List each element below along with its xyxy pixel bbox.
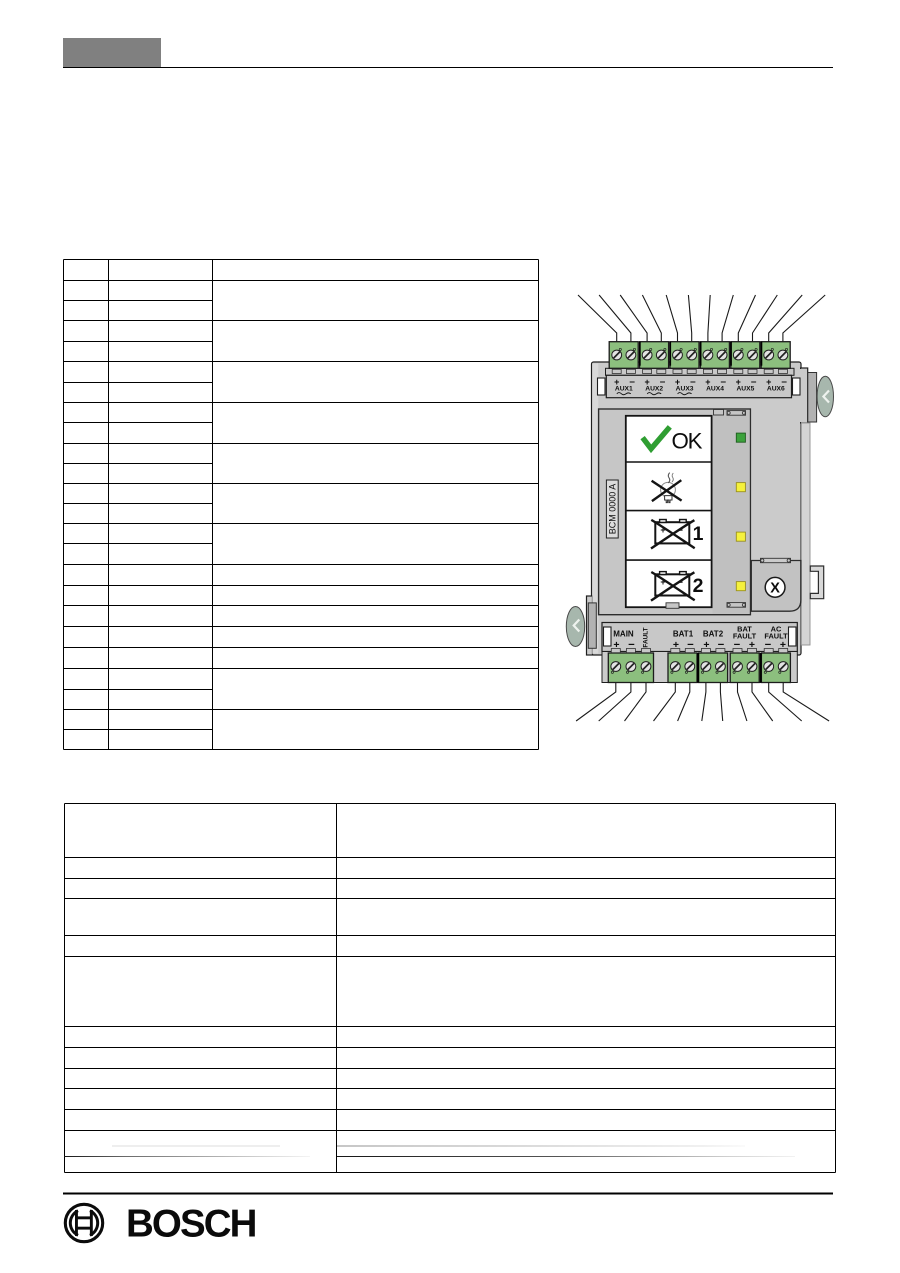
svg-text:+: + [736, 377, 741, 387]
svg-text:+: + [660, 525, 665, 535]
svg-text:+: + [660, 577, 665, 587]
svg-text:+: + [766, 377, 771, 387]
svg-text:–: – [734, 639, 741, 651]
svg-text:+: + [673, 639, 679, 651]
svg-text:BAT1: BAT1 [673, 630, 694, 639]
svg-text:MAIN: MAIN [613, 630, 634, 639]
svg-text:AUX3: AUX3 [676, 386, 694, 393]
svg-text:FAULT: FAULT [764, 631, 788, 640]
svg-text:+: + [703, 639, 709, 651]
svg-text:FAULT: FAULT [642, 627, 649, 647]
svg-text:AUX1: AUX1 [615, 386, 633, 393]
svg-text:–: – [781, 377, 787, 388]
svg-text:–: – [690, 377, 696, 388]
svg-text:AUX4: AUX4 [706, 386, 724, 393]
svg-text:+: + [705, 377, 710, 387]
svg-text:AUX5: AUX5 [736, 386, 754, 393]
svg-text:BAT: BAT [737, 625, 752, 634]
svg-text:2: 2 [693, 575, 704, 597]
svg-text:OK: OK [672, 429, 703, 454]
svg-text:BOSCH: BOSCH [126, 1203, 256, 1246]
svg-text:FAULT: FAULT [733, 631, 757, 640]
svg-text:AC: AC [771, 625, 782, 634]
svg-text:X: X [770, 580, 780, 596]
svg-text:–: – [751, 377, 757, 388]
svg-text:–: – [660, 377, 666, 388]
svg-text:–: – [765, 639, 772, 651]
svg-text:+: + [675, 377, 680, 387]
svg-text:1: 1 [693, 523, 704, 545]
svg-text:–: – [687, 639, 694, 651]
svg-text:+: + [614, 377, 619, 387]
svg-text:–: – [628, 639, 635, 651]
svg-text:AUX2: AUX2 [645, 386, 663, 393]
svg-text:+: + [780, 639, 786, 651]
svg-text:–: – [721, 377, 727, 388]
svg-text:AUX6: AUX6 [767, 386, 785, 393]
svg-text:BCM 0000 A: BCM 0000 A [607, 484, 617, 535]
svg-text:–: – [718, 639, 725, 651]
svg-text:BAT2: BAT2 [703, 630, 724, 639]
svg-text:+: + [613, 639, 619, 651]
svg-text:+: + [749, 639, 755, 651]
svg-text:–: – [629, 377, 635, 388]
svg-text:+: + [644, 377, 649, 387]
